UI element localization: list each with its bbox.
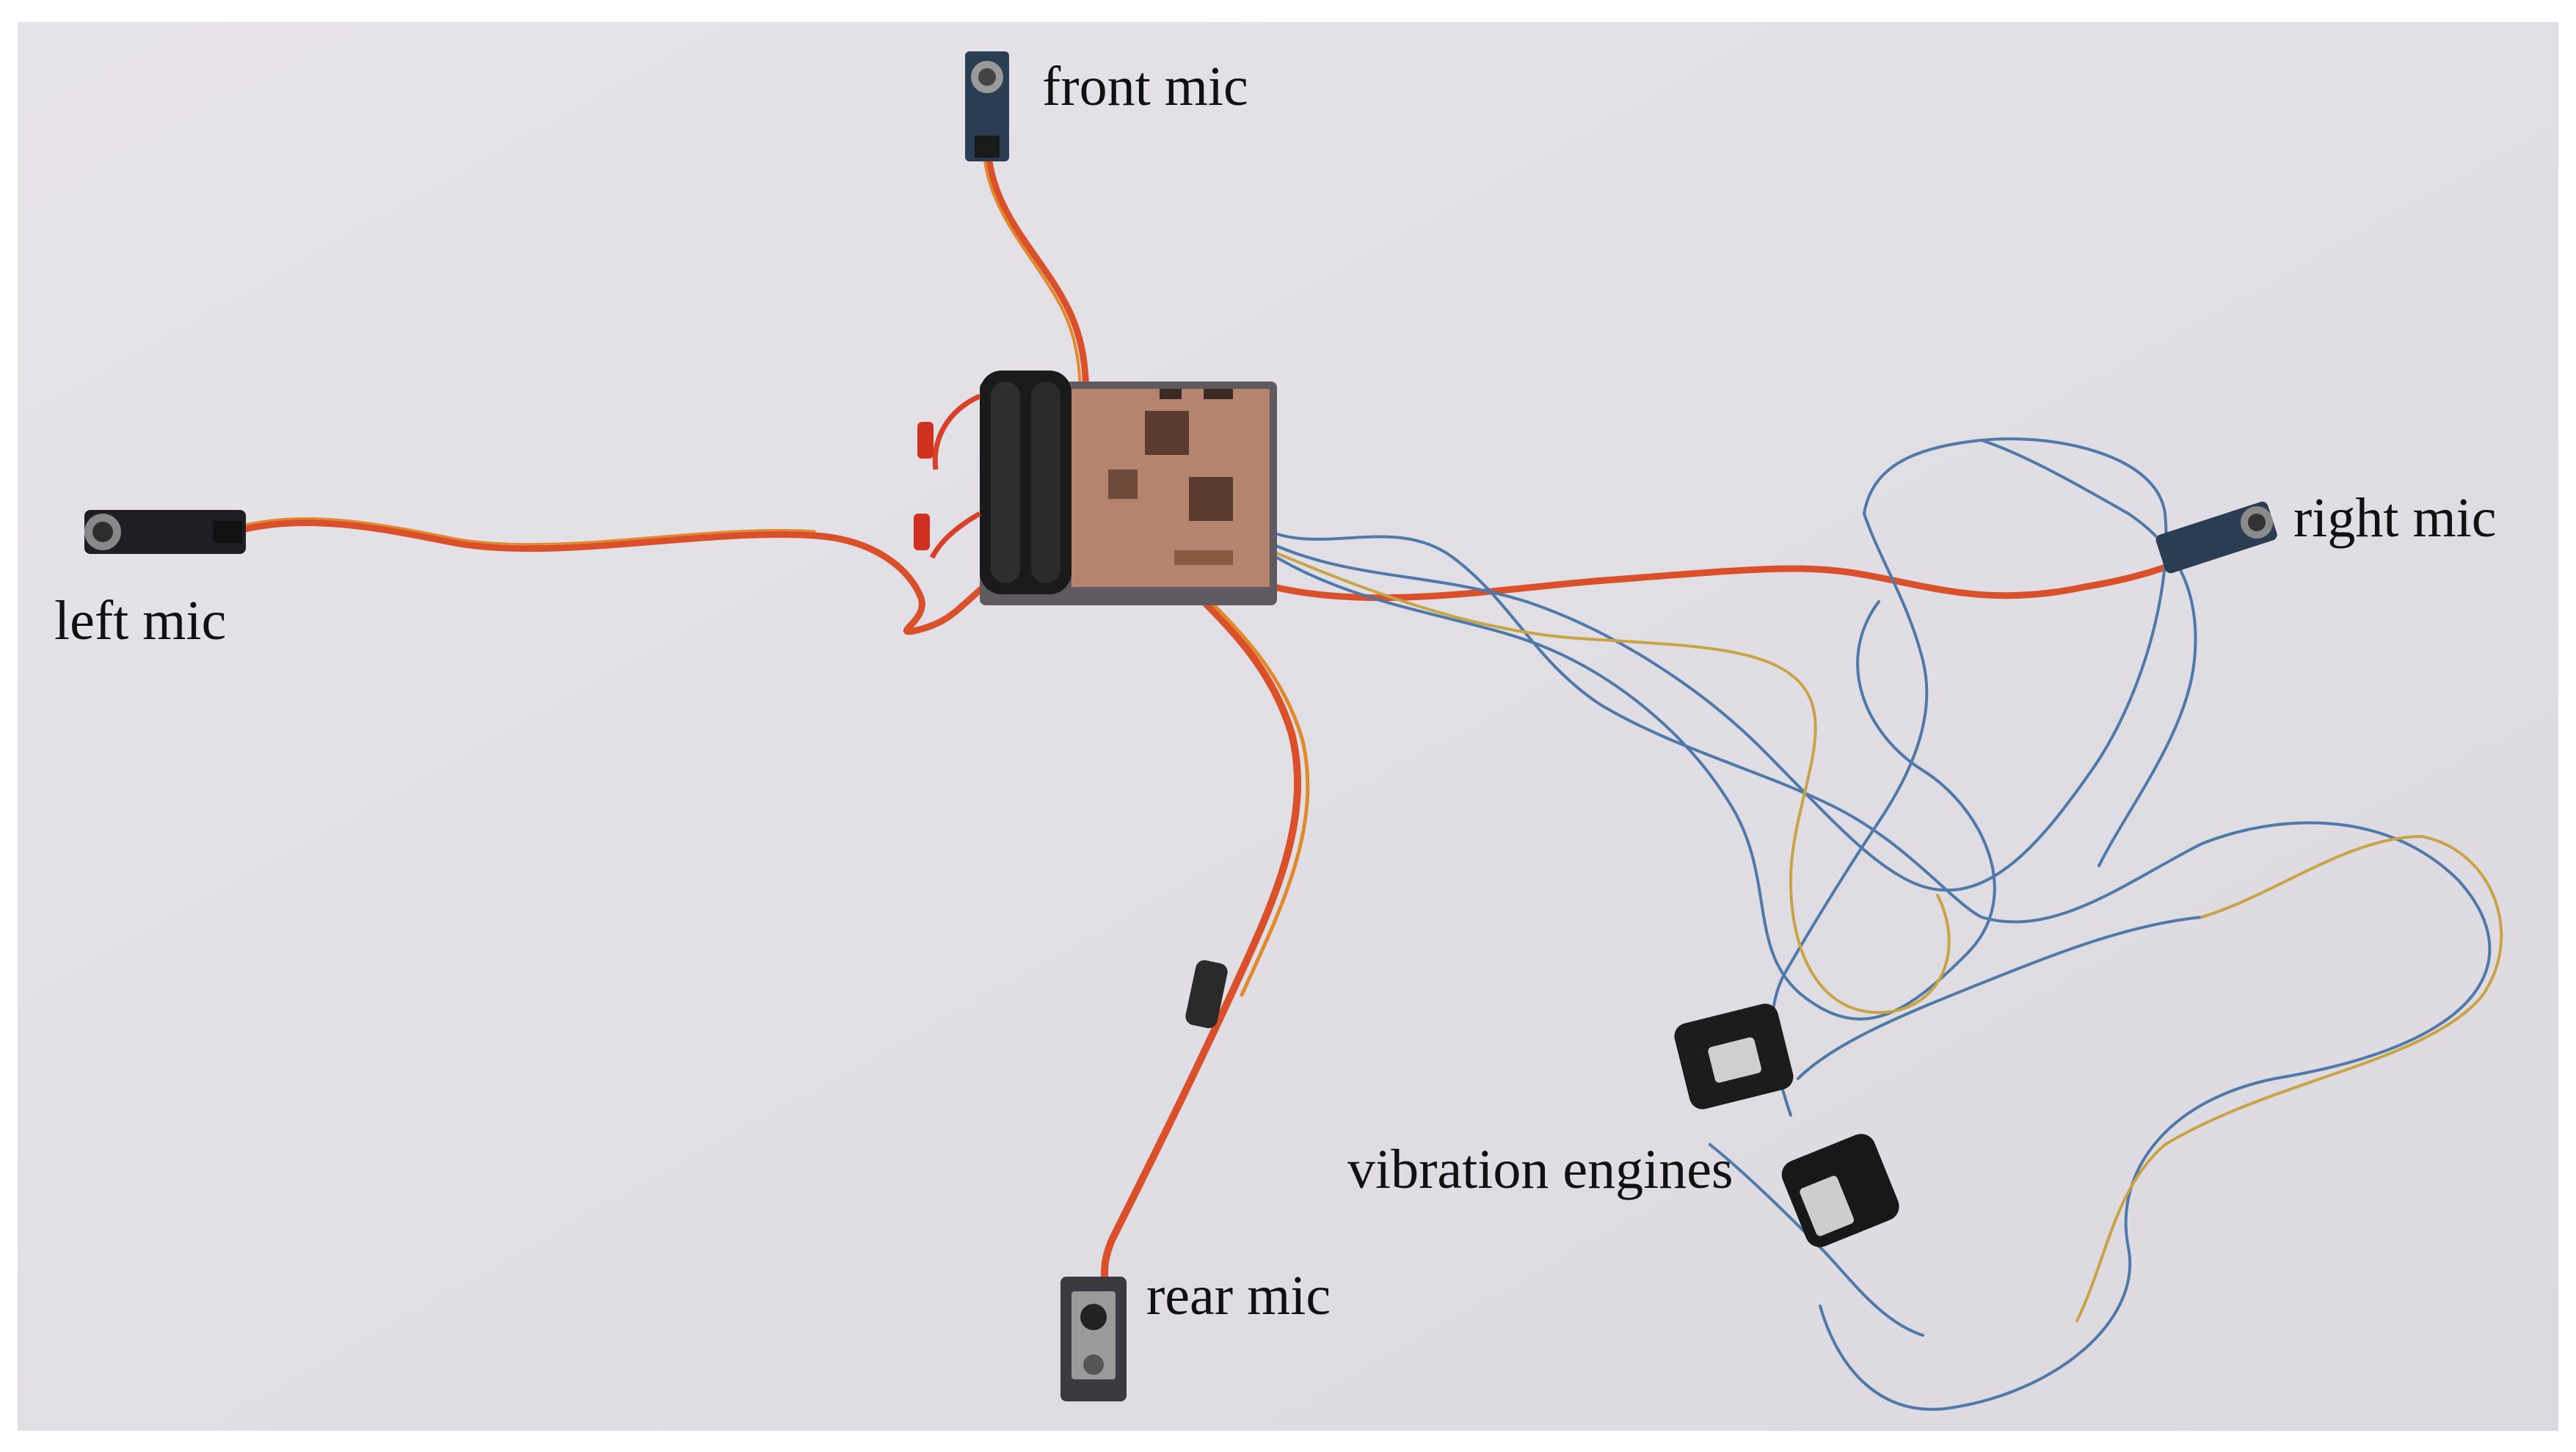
left-mic-cable	[239, 519, 987, 635]
ferrite-bead	[1185, 960, 1228, 1029]
front-mic-module	[965, 51, 1009, 161]
rear-mic-cable	[1101, 569, 1301, 1280]
right-mic-label: right mic	[2293, 487, 2497, 549]
right-mic-module	[2155, 501, 2277, 574]
right-mic-cable	[1244, 561, 2176, 602]
vibration-engines-label: vibration engines	[1347, 1139, 1733, 1200]
rear-mic-label: rear mic	[1146, 1265, 1331, 1327]
left-mic-module	[84, 510, 246, 554]
vibration-engine-1	[1674, 1003, 1794, 1109]
rear-mic-module	[1060, 1277, 1127, 1401]
vibration-engine-2	[1781, 1134, 1899, 1247]
front-mic-label: front mic	[1042, 56, 1248, 117]
battery-pack	[980, 371, 1071, 594]
left-mic-label: left mic	[54, 590, 227, 652]
